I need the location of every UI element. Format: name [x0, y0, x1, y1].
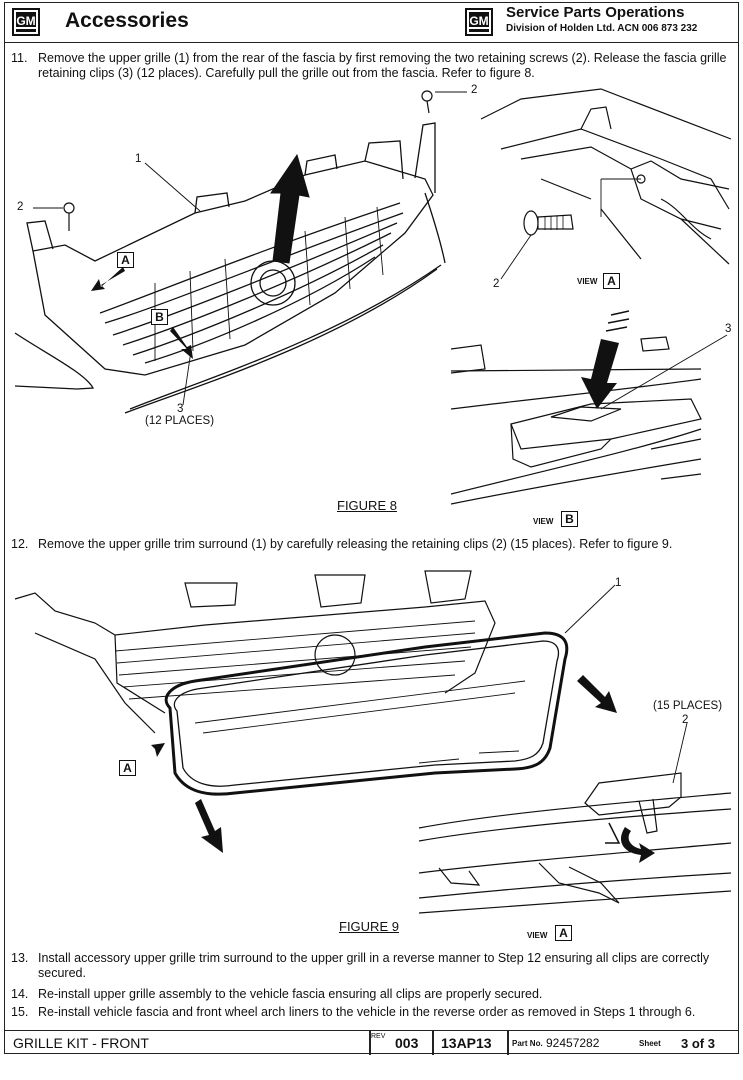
footer-part-number: 92457282 [546, 1036, 600, 1050]
callout-2-top: 2 [471, 84, 478, 96]
view-a-label: VIEW [577, 277, 598, 286]
step-number: 14. [11, 987, 29, 1001]
step-text: Re-install vehicle fascia and front whee… [38, 1005, 696, 1019]
step-text: Install accessory upper grille trim surr… [38, 951, 710, 980]
figure-9-callout-1: 1 [615, 577, 622, 589]
footer-divider [507, 1031, 509, 1055]
figure-9-caption: FIGURE 9 [339, 919, 399, 934]
page-footer: GRILLE KIT - FRONT REV 003 13AP13 Part N… [5, 1030, 738, 1055]
figure-9-view-letter-box: A [555, 925, 572, 941]
up-arrow-icon [270, 153, 310, 264]
gm-logo-icon: GM [12, 8, 40, 36]
view-b-label: VIEW [533, 517, 554, 526]
arrow-b-icon [170, 327, 193, 359]
step-text: Remove the upper grille trim surround (1… [38, 537, 673, 551]
arrow-a-icon [91, 267, 125, 291]
step-text: Re-install upper grille assembly to the … [38, 987, 543, 1001]
step-number: 12. [11, 537, 29, 551]
figure-9-view-a-detail-drawing [418, 722, 732, 914]
arrow-down-left-icon [195, 799, 223, 853]
arrow-down-right-icon [577, 675, 617, 713]
page-title: Accessories [65, 9, 189, 32]
step-number: 13. [11, 951, 29, 965]
footer-divider [369, 1031, 371, 1055]
figure-9-view-a-marker: A [119, 760, 136, 776]
footer-code: 13AP13 [441, 1035, 492, 1051]
footer-title: GRILLE KIT - FRONT [13, 1035, 149, 1051]
step-14: 14. Re-install upper grille assembly to … [11, 987, 731, 1002]
down-arrow-icon [581, 339, 619, 409]
view-a-marker: A [117, 252, 134, 268]
view-a-callout-2: 2 [493, 278, 500, 290]
step-11: 11. Remove the upper grille (1) from the… [11, 51, 731, 81]
footer-sheet-value: 3 of 3 [681, 1035, 715, 1051]
figure-8-caption: FIGURE 8 [337, 498, 397, 513]
callout-2-left: 2 [17, 201, 24, 213]
view-b-marker: B [151, 309, 168, 325]
callout-3: 3 [177, 403, 184, 415]
screw-icon [63, 90, 433, 231]
step-number: 15. [11, 1005, 29, 1019]
instruction-sheet: GM Accessories GM Service Parts Operatio… [4, 2, 739, 1055]
footer-sheet-label: Sheet [639, 1038, 661, 1048]
step-text: Remove the upper grille (1) from the rea… [38, 51, 727, 80]
curved-arrow-icon [620, 827, 655, 863]
footer-part-label: Part No. [512, 1038, 543, 1048]
clip-places-label-15: (15 PLACES) [653, 700, 723, 712]
step-13: 13. Install accessory upper grille trim … [11, 951, 731, 981]
figure-8-grille-drawing [14, 90, 467, 414]
screw-icon [523, 210, 574, 236]
org-subtitle: Division of Holden Ltd. ACN 006 873 232 [506, 23, 698, 34]
footer-divider [432, 1031, 434, 1055]
callout-1: 1 [135, 153, 142, 165]
view-b-detail-drawing [450, 310, 728, 505]
view-b-callout-3: 3 [725, 323, 732, 335]
clip-places-label: (12 PLACES) [145, 415, 215, 427]
step-15: 15. Re-install vehicle fascia and front … [11, 1005, 731, 1020]
view-a-detail-drawing [480, 88, 732, 280]
view-b-letter-box: B [561, 511, 578, 527]
org-title: Service Parts Operations [506, 4, 685, 21]
footer-rev-label: REV [371, 1033, 386, 1040]
step-12: 12. Remove the upper grille trim surroun… [11, 537, 731, 552]
footer-rev-value: 003 [395, 1035, 419, 1051]
gm-logo-icon-right: GM [465, 8, 493, 36]
figure-9-trim-surround-drawing [14, 570, 617, 853]
view-a-letter-box: A [603, 273, 620, 289]
step-number: 11. [11, 51, 28, 65]
page-header: GM Accessories GM Service Parts Operatio… [5, 3, 738, 43]
figure-9-callout-2: 2 [682, 714, 689, 726]
arrow-a-icon [139, 743, 165, 767]
figure-9-view-label: VIEW [527, 931, 548, 940]
